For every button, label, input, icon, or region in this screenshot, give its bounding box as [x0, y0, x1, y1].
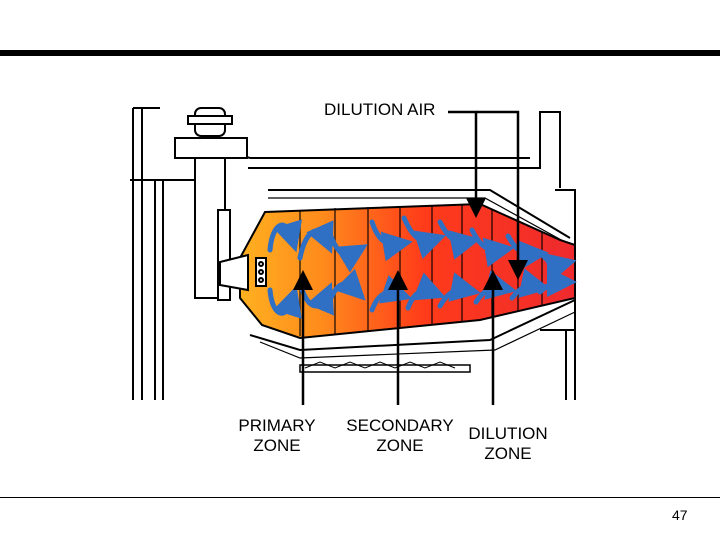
dilution-air-arrow [476, 110, 528, 280]
primary-zone-label: PRIMARY ZONE [232, 416, 322, 456]
flow-arrow [537, 249, 577, 283]
secondary-zone-line2: ZONE [376, 436, 424, 455]
flow-arrow [401, 215, 447, 259]
header-rule [0, 50, 720, 56]
combustion-liner [239, 189, 576, 373]
flow-arrow [405, 272, 446, 311]
flow-arrow [267, 219, 302, 253]
zone-pointers [293, 270, 503, 405]
page-number: 47 [672, 507, 688, 523]
fuel-nozzle [219, 253, 267, 292]
flow-arrow [469, 227, 515, 268]
primary-zone-line2: ZONE [253, 436, 301, 455]
flow-arrow [369, 219, 413, 262]
flow-arrow [509, 268, 551, 301]
primary-zone-line1: PRIMARY [238, 416, 316, 435]
flow-arrow [297, 220, 334, 261]
secondary-zone-label: SECONDARY ZONE [340, 416, 460, 456]
flow-arrow [267, 285, 302, 319]
dilution-zone-label: DILUTION ZONE [462, 424, 554, 464]
flow-arrow [327, 268, 366, 303]
flow-arrow [437, 219, 481, 260]
flow-arrows [267, 215, 577, 319]
secondary-zone-line1: SECONDARY [346, 416, 454, 435]
flow-arrow [505, 233, 549, 271]
flow-arrow [327, 231, 368, 273]
flow-arrow [437, 272, 481, 309]
dilution-zone-line2: ZONE [484, 444, 532, 463]
dilution-air-arrow [448, 110, 486, 218]
flow-arrow [369, 275, 413, 313]
dilution-air-arrows [448, 110, 528, 280]
engine-casing [130, 107, 576, 400]
dilution-zone-line1: DILUTION [468, 424, 548, 443]
footer-rule [0, 497, 720, 498]
dilution-air-label: DILUTION AIR [322, 100, 438, 120]
flow-arrow [537, 267, 577, 298]
